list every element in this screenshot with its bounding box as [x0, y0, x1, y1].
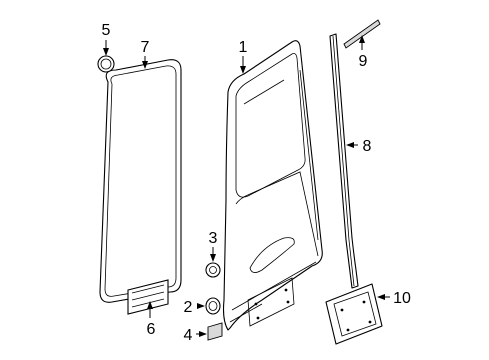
callout-7: 7 [141, 39, 150, 56]
part-2-plug [205, 297, 221, 315]
callout-4: 4 [184, 327, 193, 344]
license-plate-recess [247, 277, 295, 327]
part-1-rear-door [222, 40, 323, 331]
callout-9: 9 [359, 53, 368, 70]
leader-lines [103, 35, 390, 337]
callout-5: 5 [102, 22, 111, 39]
part-7-window-seal [99, 59, 182, 303]
part-6-label-plate [127, 279, 169, 315]
part-10-license-bracket [325, 283, 383, 345]
part-9-molding [343, 19, 381, 49]
callout-1: 1 [239, 39, 248, 56]
part-5-grommet [97, 55, 115, 73]
callout-8: 8 [363, 138, 372, 155]
callout-3: 3 [209, 230, 218, 247]
callout-2: 2 [184, 299, 193, 316]
part-8-trim-strip [329, 33, 359, 289]
part-4-block [207, 322, 223, 341]
callout-10: 10 [393, 290, 411, 307]
part-3-bumper-stop [205, 262, 221, 278]
callout-6: 6 [147, 321, 156, 338]
